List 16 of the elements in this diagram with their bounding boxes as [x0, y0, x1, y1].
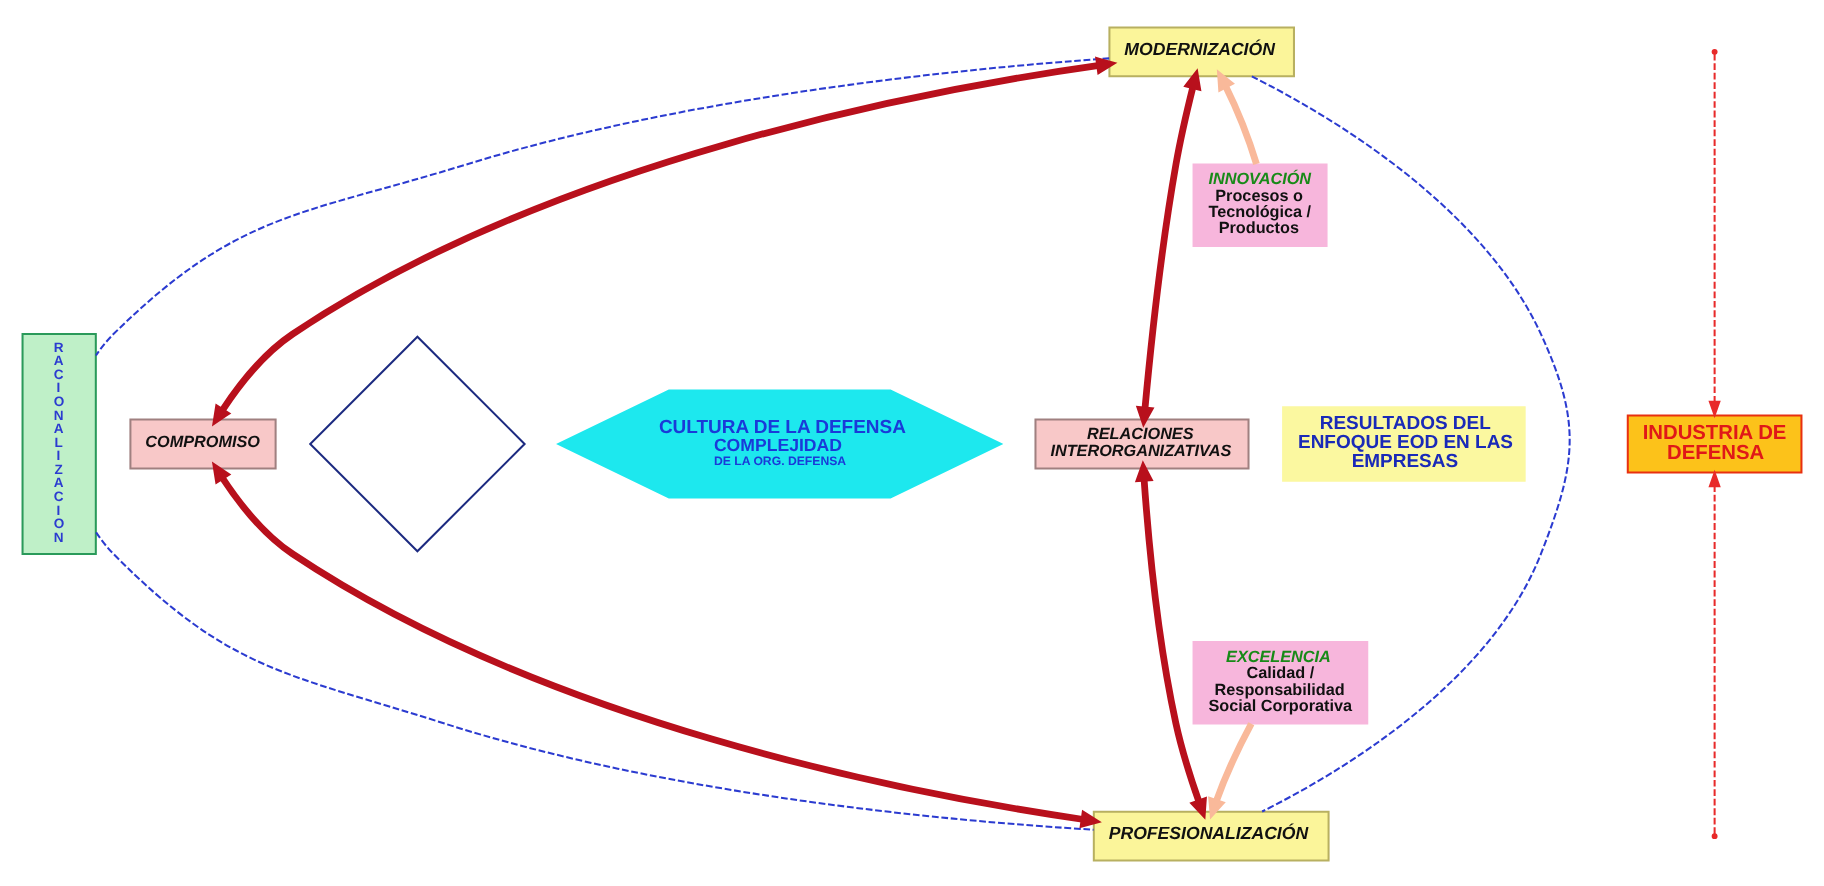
arrow: [1135, 67, 1202, 427]
node-box: INDUSTRIA DE DEFENSA: [1626, 413, 1803, 473]
arrow: [211, 55, 1118, 426]
arrow: [1708, 468, 1721, 833]
connector: [95, 530, 1094, 830]
connector: [95, 56, 1110, 356]
arrow: [1216, 68, 1260, 165]
node-box: PROFESIONALIZACIÓN: [1092, 809, 1330, 861]
arrow: [1708, 52, 1721, 418]
arrow: [211, 460, 1102, 828]
arrow: [1134, 459, 1207, 819]
node-box: RESULTADOS DEL ENFOQUE EOD EN LAS EMPRESAS: [1282, 405, 1526, 481]
node-box: MODERNIZACIÓN: [1108, 25, 1295, 77]
node-diamond: [308, 334, 527, 552]
arrow: [1208, 721, 1255, 819]
connector: [1251, 74, 1571, 812]
